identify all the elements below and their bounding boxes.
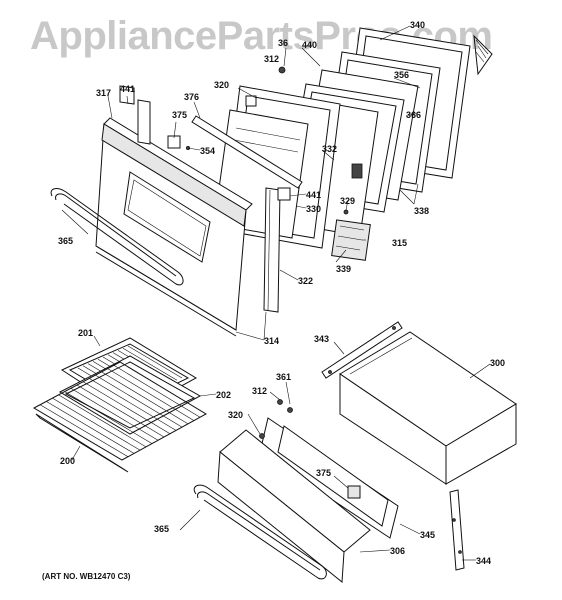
door-hinge-strip: [191, 115, 303, 189]
part-label-365: 365: [58, 236, 73, 246]
part-label-343: 343: [314, 334, 329, 344]
rack-wire: [76, 384, 165, 438]
part-labels: 340 36 312 440 356 320 441 317 376 375 3…: [58, 20, 505, 566]
rack-wire: [70, 388, 159, 441]
grid-slot: [127, 345, 183, 379]
rack-wire: [39, 404, 129, 457]
part-label-300: 300: [490, 358, 505, 368]
part-label-200: 200: [60, 456, 75, 466]
part-label-356: 356: [394, 70, 409, 80]
part-label-376: 376: [184, 92, 199, 102]
part-label-322: 322: [298, 276, 313, 286]
rack-wire: [113, 365, 201, 418]
part-label-338: 338: [414, 206, 429, 216]
oven-door-handle: [50, 188, 184, 286]
part-label-315: 315: [392, 238, 407, 248]
part-label-36: 36: [278, 38, 288, 48]
part-label-320-bottom: 320: [228, 410, 243, 420]
rack-wire: [58, 394, 147, 448]
rack-wire: [64, 391, 153, 444]
drawer-front-panel: [217, 429, 371, 583]
part-label-345: 345: [420, 530, 435, 540]
part-label-314: 314: [264, 336, 279, 346]
rack-wire: [101, 371, 189, 425]
part-label-201: 201: [78, 328, 93, 338]
rack-wire: [46, 401, 135, 454]
rack-wire: [95, 374, 183, 428]
part-label-441: 441: [120, 84, 135, 94]
part-label-354: 354: [200, 146, 215, 156]
part-label-317: 317: [96, 88, 111, 98]
rack-wire: [52, 397, 141, 451]
drawer-inner-panel: [259, 417, 399, 539]
part-label-440: 440: [302, 40, 317, 50]
part-label-361: 361: [276, 372, 291, 382]
part-label-366: 366: [406, 110, 421, 120]
door-side-trim: [263, 187, 281, 313]
drawer-rail: [321, 321, 403, 379]
hinge-bracket-top: [119, 85, 151, 145]
part-label-344: 344: [476, 556, 491, 566]
part-label-332: 332: [322, 144, 337, 154]
drawer-handle: [193, 484, 327, 580]
part-label-312-bottom: 312: [252, 386, 267, 396]
oven-rack: [32, 361, 208, 473]
part-label-340: 340: [410, 20, 425, 30]
part-label-375: 375: [172, 110, 187, 120]
part-label-339: 339: [336, 264, 351, 274]
drawer-glide: [449, 489, 465, 571]
rack-wire: [89, 378, 177, 431]
leader-lines: [61, 25, 491, 561]
door-gasket-part: [473, 34, 493, 76]
part-label-441-mid: 441: [306, 190, 321, 200]
part-label-329: 329: [340, 196, 355, 206]
grid-slot: [122, 347, 178, 381]
rack-wire: [107, 368, 195, 421]
part-label-330: 330: [306, 204, 321, 214]
drawer-screws: [259, 399, 361, 499]
part-label-375-bottom: 375: [316, 468, 331, 478]
drawer-body: [339, 331, 517, 485]
part-label-312: 312: [264, 54, 279, 64]
rack-wire: [82, 381, 171, 434]
part-label-365-bottom: 365: [154, 524, 169, 534]
art-number-caption: (ART NO. WB12470 C3): [42, 572, 131, 581]
part-label-320: 320: [214, 80, 229, 90]
part-label-306: 306: [390, 546, 405, 556]
part-label-202: 202: [216, 390, 231, 400]
